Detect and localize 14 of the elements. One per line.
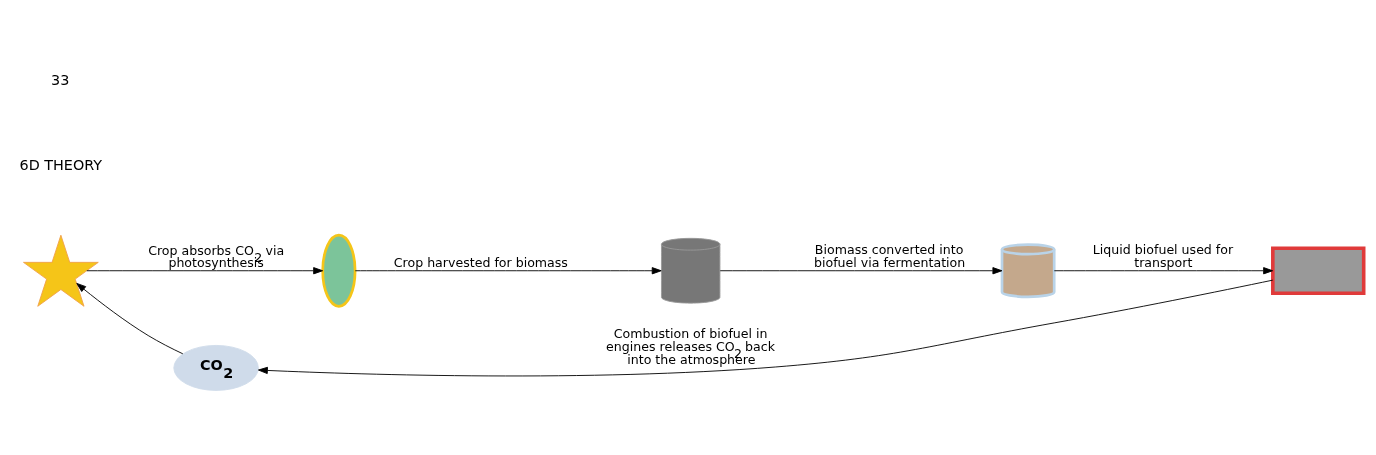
arrow <box>257 279 1274 376</box>
arrow <box>719 266 1003 274</box>
node-box <box>1271 245 1366 295</box>
arrow <box>86 266 324 274</box>
arrow <box>354 266 662 274</box>
arrow <box>1053 266 1274 274</box>
arrow <box>76 282 184 354</box>
edge-label: Biomass converted into biofuel via fermentation <box>813 241 966 270</box>
label: 6D THEORY <box>19 156 103 173</box>
edge-label: Liquid biofuel used for transport <box>1092 241 1234 270</box>
node-ellipse <box>321 233 357 308</box>
edge-label: Crop harvested for biomass <box>393 254 568 270</box>
picture <box>23 234 99 307</box>
label: 33 <box>50 71 70 88</box>
